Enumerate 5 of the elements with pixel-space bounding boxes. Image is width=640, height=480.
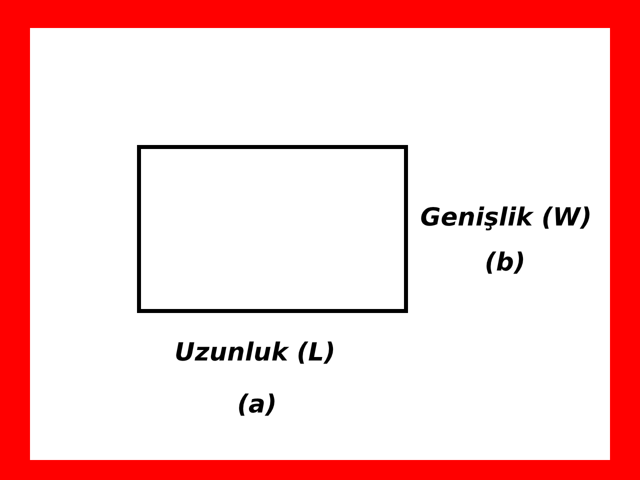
width-label: Genişlik (W) <box>420 202 592 232</box>
rectangle <box>137 145 408 313</box>
length-label: Uzunluk (L) <box>174 338 336 366</box>
width-symbol: (b) <box>484 248 526 276</box>
length-symbol: (a) <box>237 390 277 418</box>
